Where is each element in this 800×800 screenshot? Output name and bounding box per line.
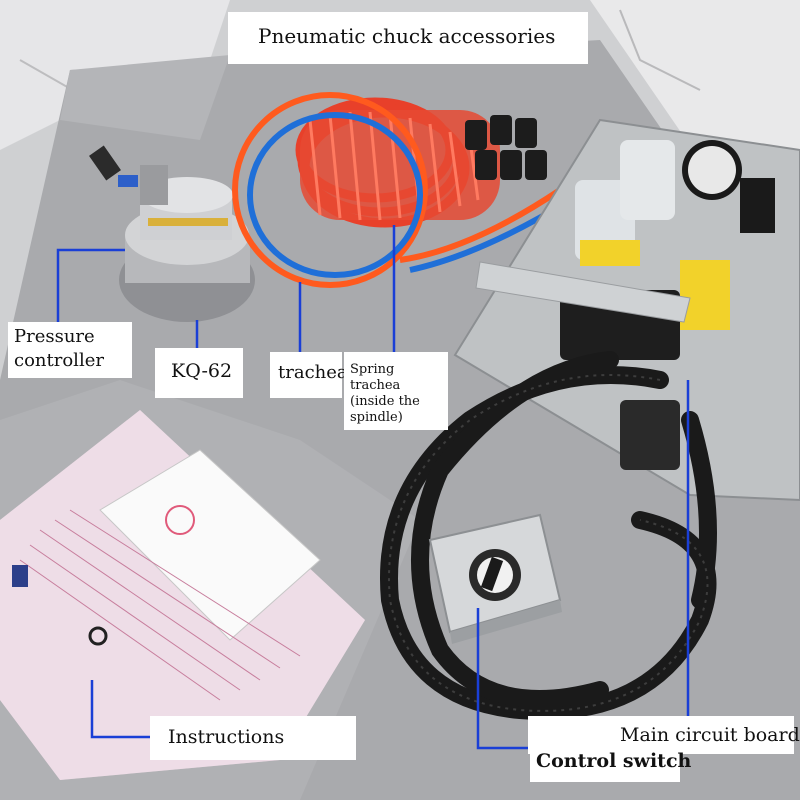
pressure-controller-label: Pressure controller xyxy=(8,322,132,378)
spring-trachea-label: Spring trachea (inside the spindle) xyxy=(344,352,448,430)
main-circuit-board-label: Main circuit board xyxy=(528,716,800,754)
control-switch-label: Control switch xyxy=(530,748,691,782)
kq62-label: KQ-62 xyxy=(155,348,243,398)
title-label: Pneumatic chuck accessories xyxy=(228,12,588,64)
trachea-label: trachea xyxy=(270,352,348,398)
instructions-label: Instructions xyxy=(150,716,356,760)
